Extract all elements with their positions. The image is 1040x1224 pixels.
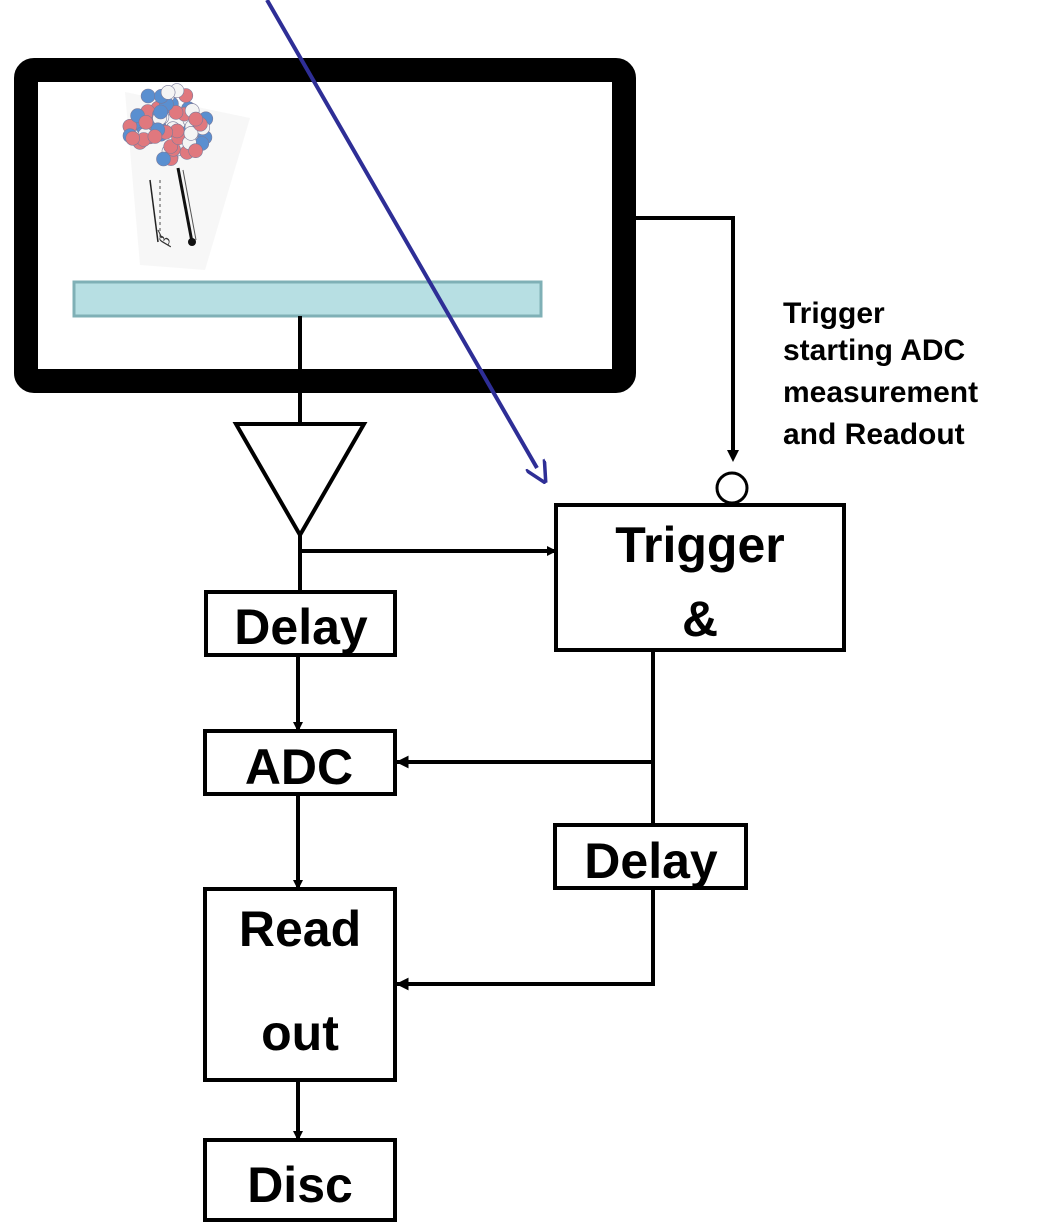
annotation-line-1: Trigger: [783, 297, 885, 330]
trigger-block-label: Trigger: [615, 517, 784, 573]
frame-trigger-line: [624, 216, 735, 455]
nucleus-sphere: [160, 85, 176, 100]
particle-track-arrow: [265, 0, 537, 468]
delay-to-readout-line: [395, 888, 655, 991]
nucleus-icon: β: [122, 83, 250, 270]
delay-left-label: Delay: [234, 599, 368, 655]
nucleus-sphere: [153, 104, 168, 120]
nucleus-sphere: [140, 88, 156, 104]
trigger-annotation: Trigger starting ADC measurement and Rea…: [783, 297, 978, 451]
trigger-block: [554, 503, 846, 652]
adc-label: ADC: [245, 739, 353, 795]
delay-right-block: [553, 823, 748, 890]
nucleus-sphere: [188, 111, 204, 127]
detector-frame: [14, 58, 636, 393]
nucleus-sphere: [188, 143, 203, 158]
detector-strip: [72, 280, 543, 318]
nucleus-sphere: [168, 105, 184, 120]
nucleus-sphere: [125, 131, 140, 146]
trigger-block-ampersand: &: [682, 591, 718, 647]
disc-block: [203, 1138, 397, 1222]
nucleus-sphere: [147, 129, 163, 144]
readout-label-line1: Read: [239, 901, 361, 957]
amplifier-triangle: [232, 422, 368, 540]
disc-label: Disc: [247, 1157, 353, 1213]
delay-right-label: Delay: [584, 833, 718, 889]
frame-trigger-arrowhead: [727, 450, 739, 462]
trigger-veto-bubble: [715, 471, 749, 505]
nucleus-sphere: [138, 115, 154, 130]
readout-label-line2: out: [261, 1005, 339, 1061]
annotation-line-2: starting ADC: [783, 334, 965, 367]
annotation-line-4: and Readout: [783, 418, 965, 451]
nucleus-sphere: [156, 151, 171, 167]
annotation-line-3: measurement: [783, 376, 978, 409]
adc-block: [203, 729, 397, 796]
delay-left-block: [204, 590, 397, 657]
nucleus-sphere: [183, 126, 199, 141]
